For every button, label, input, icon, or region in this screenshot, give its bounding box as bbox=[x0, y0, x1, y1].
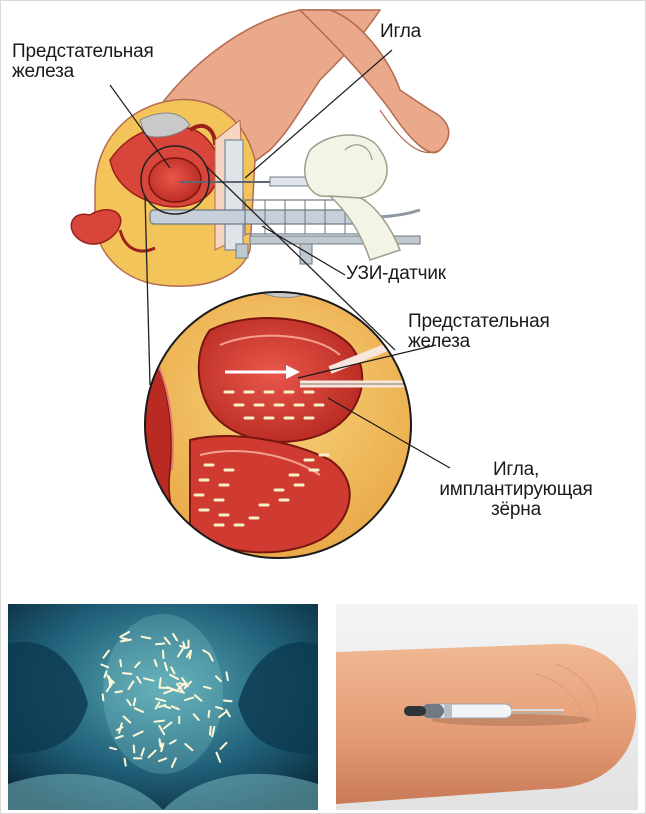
xray-seed bbox=[125, 759, 126, 766]
xray-seeds-image bbox=[8, 604, 318, 810]
label-prostate-zoom: Предстательная железа bbox=[408, 312, 550, 352]
xray-seed bbox=[210, 727, 211, 735]
label-needle-implanting-line3: зёрна bbox=[426, 500, 606, 520]
label-prostate-zoom-line2: железа bbox=[408, 332, 550, 352]
label-ultrasound-probe: УЗИ-датчик bbox=[346, 264, 446, 284]
label-needle-implanting-line1: Игла, bbox=[426, 460, 606, 480]
xray-seed bbox=[161, 743, 162, 749]
xray-seed bbox=[160, 678, 161, 688]
label-needle-top-text: Игла bbox=[380, 22, 421, 42]
xray-seed bbox=[123, 673, 131, 674]
xray-seed bbox=[156, 644, 164, 645]
xray-seed bbox=[224, 701, 232, 702]
label-prostate-top: Предстательная железа bbox=[12, 42, 154, 82]
brachytherapy-diagram: Предстательная железа Игла УЗИ-датчик Пр… bbox=[0, 0, 646, 600]
xray-seed bbox=[120, 660, 121, 666]
label-prostate-top-line2: железа bbox=[12, 62, 154, 82]
seed-on-fingertip-image bbox=[336, 604, 638, 810]
label-prostate-top-line1: Предстательная bbox=[12, 42, 154, 62]
label-needle-top: Игла bbox=[380, 22, 421, 42]
label-needle-implanting-line2: имплантирующая bbox=[426, 480, 606, 500]
xray-seed bbox=[103, 694, 104, 700]
label-needle-implanting: Игла, имплантирующая зёрна bbox=[426, 460, 606, 520]
xray-seed bbox=[155, 721, 164, 722]
label-prostate-zoom-line1: Предстательная bbox=[408, 312, 550, 332]
xray-seed bbox=[115, 691, 122, 692]
label-ultrasound-probe-text: УЗИ-датчик bbox=[346, 264, 446, 284]
xray-seed bbox=[209, 711, 210, 717]
xray-seed bbox=[134, 746, 135, 753]
